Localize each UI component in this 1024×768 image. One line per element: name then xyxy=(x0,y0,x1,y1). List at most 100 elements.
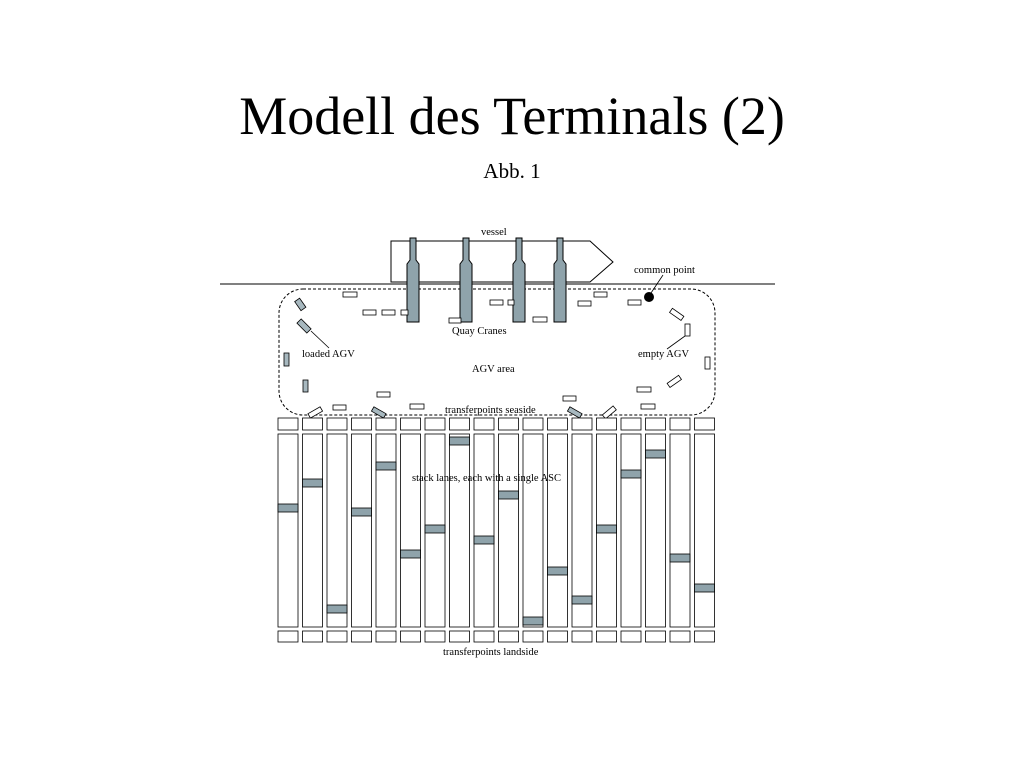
stack-lane xyxy=(351,433,372,628)
empty-agv xyxy=(376,391,391,398)
asc-crane xyxy=(645,449,666,459)
loaded-agv xyxy=(296,318,312,334)
transferpoint-landside xyxy=(326,630,348,643)
common-point-label: common point xyxy=(634,265,695,276)
loaded-agv xyxy=(566,406,583,419)
transferpoint-landside xyxy=(351,630,372,643)
transferpoint-landside xyxy=(547,630,568,643)
quay-crane xyxy=(406,237,420,323)
transferpoint-seaside xyxy=(449,417,470,431)
quay-crane xyxy=(512,237,526,323)
empty-agv xyxy=(636,386,652,393)
stack-lane xyxy=(473,433,495,628)
asc-crane xyxy=(326,604,348,614)
asc-crane xyxy=(498,490,519,500)
stack-lane xyxy=(400,433,421,628)
empty-agv xyxy=(684,323,691,337)
stack-lane xyxy=(694,433,715,628)
transferpoint-seaside xyxy=(547,417,568,431)
agv-area-label: AGV area xyxy=(472,364,515,375)
common-point-marker xyxy=(644,292,654,302)
asc-crane xyxy=(620,469,642,479)
empty-agv xyxy=(627,299,642,306)
transferpoint-seaside xyxy=(596,417,617,431)
slide-title: Modell des Terminals (2) xyxy=(239,86,785,146)
transferpoint-landside xyxy=(375,630,397,643)
empty-agv xyxy=(704,356,711,370)
asc-crane xyxy=(351,507,372,517)
empty-agv xyxy=(507,299,515,306)
empty-agv xyxy=(577,300,592,307)
transferpoint-seaside xyxy=(375,417,397,431)
transferpoint-seaside xyxy=(645,417,666,431)
empty-agv xyxy=(562,395,577,402)
transferpoint-seaside xyxy=(620,417,642,431)
transferpoint-seaside xyxy=(473,417,495,431)
stack-lane xyxy=(547,433,568,628)
transferpoint-seaside xyxy=(277,417,299,431)
figure-caption: Abb. 1 xyxy=(483,159,541,183)
transferpoint-seaside xyxy=(669,417,691,431)
asc-crane xyxy=(596,524,617,534)
loaded-agv xyxy=(302,379,309,393)
empty-agv xyxy=(601,405,617,420)
stack-lane xyxy=(645,433,666,628)
stack-lane xyxy=(522,433,544,628)
empty-agv xyxy=(593,291,608,298)
loaded-agv-label: loaded AGV xyxy=(302,349,355,360)
quay-cranes xyxy=(406,237,567,323)
empty-agv xyxy=(307,406,324,419)
stack-lane xyxy=(375,433,397,628)
stack-lane xyxy=(620,433,642,628)
loaded-agv xyxy=(283,352,290,367)
asc-crane xyxy=(694,583,715,593)
transferpoint-landside xyxy=(424,630,446,643)
vessel-label: vessel xyxy=(481,227,507,238)
transferpoint-landside xyxy=(400,630,421,643)
asc-crane xyxy=(473,535,495,545)
common-point-leader xyxy=(650,274,664,294)
transferpoint-landside xyxy=(449,630,470,643)
stack-lane xyxy=(326,433,348,628)
quay-crane xyxy=(459,237,473,323)
empty-agv xyxy=(400,309,409,316)
transferpoint-landside xyxy=(596,630,617,643)
empty-agv xyxy=(640,403,656,410)
stack-lanes-label: stack lanes, each with a single ASC xyxy=(412,473,561,484)
empty-agv xyxy=(332,404,347,411)
transferpoint-landside xyxy=(620,630,642,643)
loaded-agv xyxy=(370,406,387,419)
transferpoint-seaside xyxy=(571,417,593,431)
empty-agv xyxy=(342,291,358,298)
transferpoint-seaside xyxy=(522,417,544,431)
stack-lane xyxy=(449,433,470,628)
stack-lane xyxy=(302,433,323,628)
transferpoint-landside xyxy=(277,630,299,643)
asc-crane xyxy=(424,524,446,534)
transferpoint-landside xyxy=(522,630,544,643)
loaded-agv xyxy=(294,297,307,312)
empty-agv xyxy=(666,374,683,389)
transferpoint-seaside xyxy=(424,417,446,431)
transferpoint-landside xyxy=(571,630,593,643)
transferpoint-seaside xyxy=(694,417,715,431)
transferpoint-seaside xyxy=(302,417,323,431)
asc-crane xyxy=(302,478,323,488)
empty-agv xyxy=(362,309,377,316)
empty-agv xyxy=(489,299,504,306)
agv-area-boundary xyxy=(278,288,716,416)
asc-crane xyxy=(522,616,544,626)
empty-agv xyxy=(381,309,396,316)
asc-crane xyxy=(400,549,421,559)
asc-crane xyxy=(669,553,691,563)
empty-agv xyxy=(532,316,548,323)
asc-crane xyxy=(571,595,593,605)
transferpoint-landside xyxy=(302,630,323,643)
transferpoint-landside xyxy=(669,630,691,643)
vessel: vessel xyxy=(390,227,614,283)
stack-lane xyxy=(571,433,593,628)
asc-crane xyxy=(547,566,568,576)
asc-crane xyxy=(375,461,397,471)
quay-cranes-label: Quay Cranes xyxy=(452,326,507,337)
